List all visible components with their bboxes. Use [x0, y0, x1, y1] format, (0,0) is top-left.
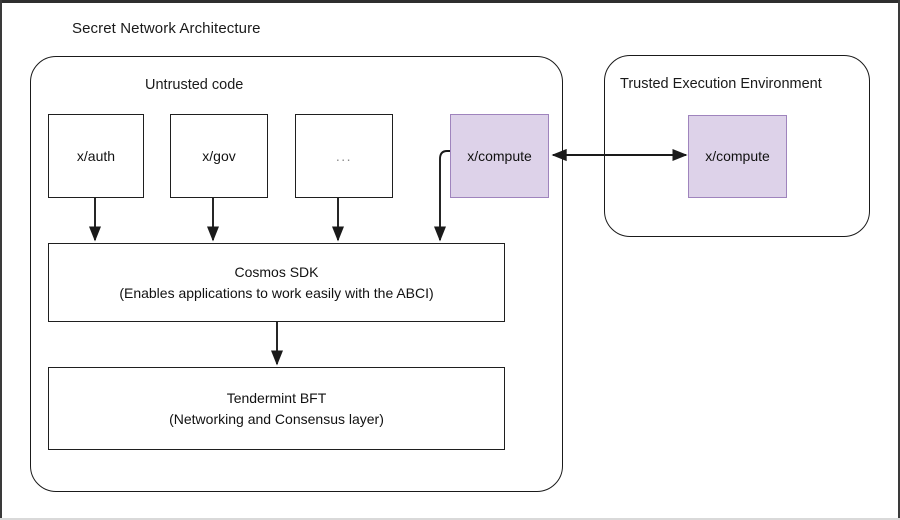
group-label-trusted-execution-environment: Trusted Execution Environment	[620, 76, 822, 92]
node-label: ...	[335, 147, 353, 164]
node-label: x/compute	[705, 148, 770, 165]
page-frame-left	[0, 0, 2, 520]
diagram-title: Secret Network Architecture	[72, 20, 261, 37]
group-label-untrusted-code: Untrusted code	[145, 77, 244, 93]
node-cosmos-sdk[interactable]: Cosmos SDK (Enables applications to work…	[48, 243, 505, 322]
node-more-modules[interactable]: ...	[295, 114, 393, 198]
node-label: x/gov	[202, 147, 236, 164]
node-label: x/auth	[76, 147, 116, 164]
node-x-gov[interactable]: x/gov	[170, 114, 268, 198]
node-label: x/compute	[467, 147, 532, 164]
page-frame-bottom	[0, 518, 900, 520]
node-x-compute-untrusted[interactable]: x/compute	[450, 114, 549, 198]
group-trusted-execution-environment	[604, 55, 870, 237]
node-x-compute-tee[interactable]: x/compute	[688, 115, 787, 198]
group-untrusted-code	[30, 56, 563, 492]
page-frame-right	[898, 0, 900, 520]
node-subtitle: (Networking and Consensus layer)	[169, 410, 384, 427]
node-title: Cosmos SDK	[234, 264, 319, 281]
node-tendermint-bft[interactable]: Tendermint BFT (Networking and Consensus…	[48, 367, 505, 450]
node-title: Tendermint BFT	[226, 390, 327, 407]
node-x-auth[interactable]: x/auth	[48, 114, 144, 198]
node-subtitle: (Enables applications to work easily wit…	[119, 284, 434, 301]
page-frame-top	[0, 0, 900, 3]
